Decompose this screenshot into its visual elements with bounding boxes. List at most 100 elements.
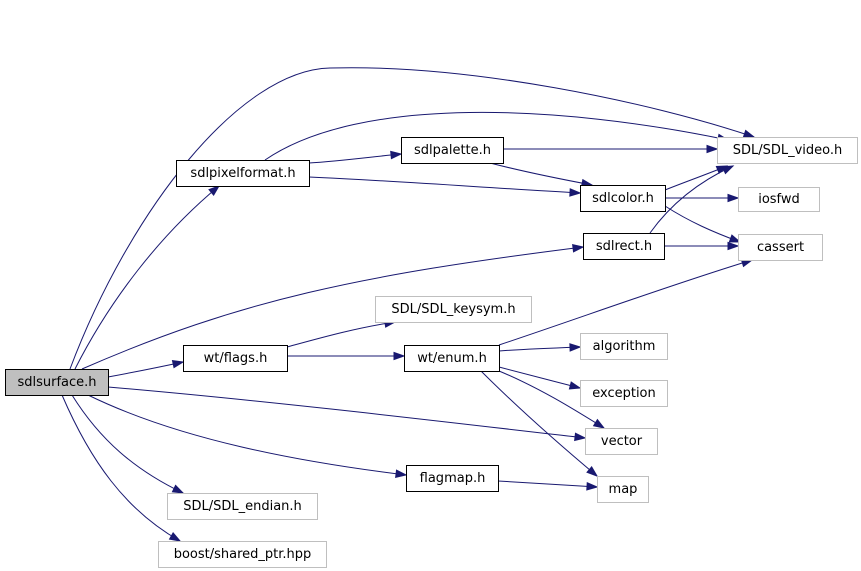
node-box xyxy=(585,428,658,455)
edges-layer xyxy=(61,67,756,542)
node-endian[interactable]: SDL/SDL_endian.h xyxy=(167,493,318,520)
node-label: boost/shared_ptr.hpp xyxy=(174,547,312,562)
node-box xyxy=(167,493,318,520)
edge-line xyxy=(264,111,729,161)
edge-sdlsurface-to-vector xyxy=(107,386,587,442)
node-box xyxy=(580,185,666,212)
node-sdlcolor[interactable]: sdlcolor.h xyxy=(580,185,666,212)
node-box xyxy=(401,137,504,164)
node-label: cassert xyxy=(757,240,804,255)
edge-line xyxy=(308,153,402,164)
edge-arrowhead xyxy=(393,351,406,361)
node-label: sdlpalette.h xyxy=(414,143,491,158)
node-box xyxy=(580,333,668,360)
edge-wtflags-to-keysym xyxy=(286,319,397,348)
edge-wtenum-to-vector xyxy=(498,370,606,429)
node-sdlpalette[interactable]: sdlpalette.h xyxy=(401,137,504,164)
node-exception[interactable]: exception xyxy=(580,380,668,407)
node-label: flagmap.h xyxy=(420,471,486,486)
node-iosfwd[interactable]: iosfwd xyxy=(738,187,820,212)
node-box xyxy=(717,137,858,164)
node-box xyxy=(406,465,499,492)
edge-line xyxy=(81,246,584,370)
node-label: SDL/SDL_endian.h xyxy=(183,499,302,514)
edge-arrowhead xyxy=(572,244,585,253)
node-box xyxy=(183,345,288,372)
nodes-layer: sdlsurface.h sdlpixelformat.h sdlpalette.h… xyxy=(5,137,858,568)
edge-line xyxy=(87,394,407,476)
node-label: sdlpixelformat.h xyxy=(190,166,295,181)
node-algorithm[interactable]: algorithm xyxy=(580,333,668,360)
edge-arrowhead xyxy=(727,193,740,203)
node-sdlrect[interactable]: sdlrect.h xyxy=(583,233,665,260)
edge-line xyxy=(107,386,586,439)
node-box xyxy=(158,541,327,568)
edge-line xyxy=(498,366,581,389)
edge-line xyxy=(69,67,755,370)
node-label: sdlsurface.h xyxy=(17,375,96,390)
edge-wtenum-to-map xyxy=(480,370,599,477)
node-label: wt/flags.h xyxy=(204,351,268,366)
node-label: sdlrect.h xyxy=(596,239,652,254)
edge-arrowhead xyxy=(168,532,182,542)
node-sdlvideo[interactable]: SDL/SDL_video.h xyxy=(717,137,858,164)
edge-sdlsurface-to-flagmap xyxy=(87,394,408,478)
node-label: wt/enum.h xyxy=(417,351,487,366)
edge-line xyxy=(498,346,581,352)
node-flagmap[interactable]: flagmap.h xyxy=(406,465,499,492)
edge-arrowhead xyxy=(171,484,185,494)
node-label: SDL/SDL_video.h xyxy=(733,143,843,158)
edge-line xyxy=(664,205,741,243)
edge-line xyxy=(480,370,598,477)
edge-sdlpalette-to-sdlcolor xyxy=(489,162,594,188)
edge-line xyxy=(71,394,184,494)
edge-sdlpalette-to-sdlvideo xyxy=(502,144,719,154)
edge-wtenum-to-exception xyxy=(498,366,582,390)
edge-arrowhead xyxy=(395,469,408,478)
node-wtflags[interactable]: wt/flags.h xyxy=(183,345,288,372)
edge-line xyxy=(74,185,220,370)
node-keysym[interactable]: SDL/SDL_keysym.h xyxy=(375,296,532,323)
edge-line xyxy=(308,176,581,194)
edge-line xyxy=(489,162,593,186)
node-label: exception xyxy=(592,386,656,401)
node-vector[interactable]: vector xyxy=(585,428,658,455)
node-label: vector xyxy=(601,434,643,449)
edge-sdlcolor-to-iosfwd xyxy=(664,193,740,203)
node-label: iosfwd xyxy=(758,192,800,207)
edge-line xyxy=(498,259,753,346)
node-sdlsurface[interactable]: sdlsurface.h xyxy=(5,369,109,396)
edge-line xyxy=(61,394,181,542)
node-box xyxy=(738,234,823,261)
edge-line xyxy=(286,321,396,348)
edge-arrowhead xyxy=(171,360,185,369)
edge-arrowhead xyxy=(721,165,735,175)
node-box xyxy=(580,380,668,407)
node-box xyxy=(5,369,109,396)
edge-sdlsurface-to-sdlpixelformat xyxy=(74,185,221,370)
edge-arrowhead xyxy=(390,150,403,160)
node-label: SDL/SDL_keysym.h xyxy=(391,302,515,317)
edge-arrowhead xyxy=(568,381,582,390)
node-cassert[interactable]: cassert xyxy=(738,234,823,261)
edge-sdlcolor-to-cassert xyxy=(664,205,742,243)
node-wtenum[interactable]: wt/enum.h xyxy=(404,345,500,372)
edge-sdlcolor-to-sdlvideo xyxy=(664,165,729,191)
edge-line xyxy=(497,480,598,488)
edge-sdlrect-to-cassert xyxy=(663,241,740,251)
edge-arrowhead xyxy=(569,343,582,352)
edge-wtflags-to-wtenum xyxy=(287,351,406,361)
edge-line xyxy=(649,165,734,234)
edge-wtenum-to-algorithm xyxy=(498,343,582,352)
node-map[interactable]: map xyxy=(597,476,649,503)
edge-sdlpixelformat-to-sdlcolor xyxy=(308,176,582,197)
node-sdlpixelformat[interactable]: sdlpixelformat.h xyxy=(176,160,310,187)
edge-sdlrect-to-sdlvideo xyxy=(649,165,735,234)
edge-arrowhead xyxy=(574,432,587,442)
node-box xyxy=(404,345,500,372)
node-sharedptr[interactable]: boost/shared_ptr.hpp xyxy=(158,541,327,568)
edge-arrowhead xyxy=(569,188,582,197)
edge-flagmap-to-map xyxy=(497,480,599,491)
node-box xyxy=(738,187,820,212)
